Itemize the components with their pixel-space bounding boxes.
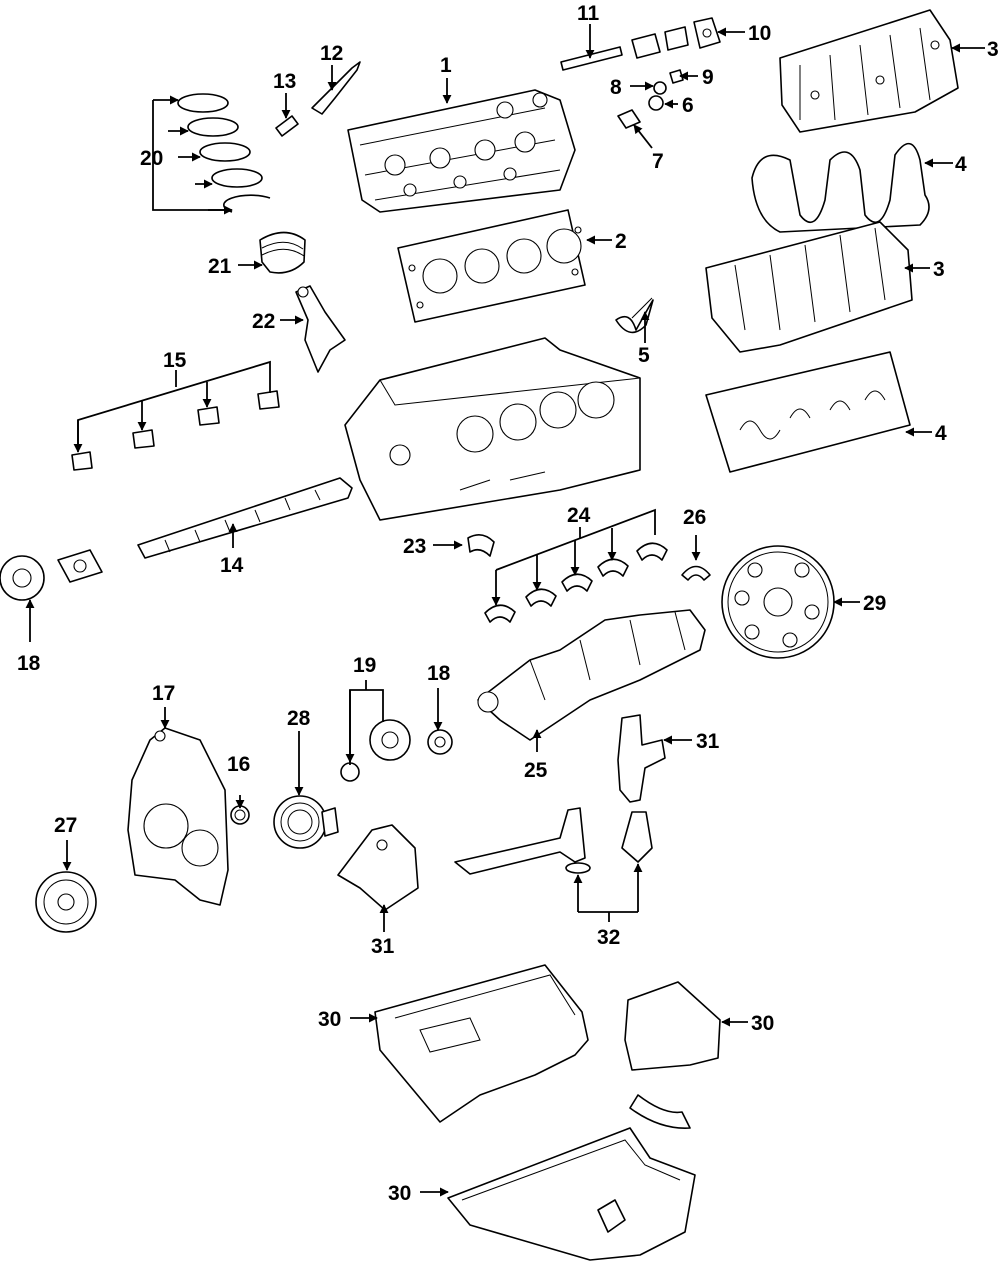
crankshaft-part bbox=[477, 609, 706, 741]
callout-6: 6 bbox=[682, 94, 694, 117]
callout-10: 10 bbox=[748, 22, 771, 45]
callout-30c: 30 bbox=[388, 1182, 411, 1205]
intake-manifold-lower-part bbox=[705, 221, 913, 353]
callout-3a: 3 bbox=[987, 38, 999, 61]
callout-30a: 30 bbox=[318, 1008, 341, 1031]
callout-9: 9 bbox=[702, 66, 714, 89]
pulley-part bbox=[273, 795, 339, 849]
callout-17: 17 bbox=[152, 682, 175, 705]
callout-16: 16 bbox=[227, 753, 250, 776]
oil-pan-right-part bbox=[624, 981, 721, 1071]
front-cover-part bbox=[127, 727, 229, 906]
callout-4b: 4 bbox=[935, 422, 947, 445]
pan-seal-part bbox=[629, 1094, 691, 1129]
camshaft-part bbox=[137, 477, 353, 559]
callout-18b: 18 bbox=[427, 662, 451, 685]
front-seal-part bbox=[230, 805, 250, 825]
callout-5: 5 bbox=[638, 344, 650, 367]
retainer-part bbox=[648, 95, 664, 111]
lifter-part bbox=[617, 109, 641, 129]
cam-bearings-part bbox=[71, 390, 280, 471]
valley-gasket-part bbox=[705, 351, 911, 473]
callout-labels: 1 2 3 3 4 4 5 6 7 8 9 10 11 12 13 14 15 … bbox=[17, 2, 999, 1205]
cam-sprocket-part bbox=[0, 549, 103, 601]
timing-gears-part bbox=[340, 719, 411, 782]
callout-7: 7 bbox=[652, 150, 664, 173]
cylinder-head-part bbox=[347, 89, 576, 213]
callout-24: 24 bbox=[567, 504, 591, 527]
callout-27: 27 bbox=[54, 814, 77, 837]
piston-part bbox=[259, 231, 306, 274]
oil-pan-bottom-part bbox=[447, 1127, 696, 1261]
oil-pump-left-part bbox=[337, 824, 419, 911]
callout-13: 13 bbox=[273, 70, 296, 93]
callout-29: 29 bbox=[863, 592, 886, 615]
callout-31a: 31 bbox=[696, 730, 720, 753]
callout-2: 2 bbox=[615, 230, 627, 253]
leader-lines bbox=[25, 24, 985, 1197]
callout-25: 25 bbox=[524, 759, 548, 782]
callout-28: 28 bbox=[287, 707, 311, 730]
callout-18a: 18 bbox=[17, 652, 41, 675]
callout-22: 22 bbox=[252, 310, 275, 333]
thrust-bearing-part bbox=[467, 534, 495, 557]
callout-14: 14 bbox=[220, 554, 244, 577]
callout-1: 1 bbox=[440, 54, 452, 77]
valve-part bbox=[615, 297, 654, 334]
engine-block-part bbox=[344, 337, 641, 521]
connecting-rod-part bbox=[295, 285, 346, 373]
callout-11: 11 bbox=[577, 2, 600, 25]
callout-26: 26 bbox=[683, 506, 706, 529]
callout-31b: 31 bbox=[371, 935, 395, 958]
callout-15: 15 bbox=[163, 349, 187, 372]
crank-sprocket-part bbox=[427, 729, 453, 755]
callout-12: 12 bbox=[320, 42, 343, 65]
callout-4a: 4 bbox=[955, 153, 967, 176]
callout-8: 8 bbox=[610, 76, 622, 99]
rocker-arm-part bbox=[693, 17, 721, 49]
oil-pan-left-part bbox=[374, 964, 589, 1123]
glow-plug-part bbox=[275, 115, 299, 137]
head-gasket-part bbox=[397, 209, 586, 323]
pushrod-part bbox=[560, 26, 689, 71]
injector-part bbox=[311, 61, 361, 115]
piston-rings-part bbox=[177, 93, 271, 213]
bearing-part bbox=[681, 565, 711, 581]
callout-23: 23 bbox=[403, 535, 426, 558]
callout-3b: 3 bbox=[933, 258, 945, 281]
intake-manifold-upper-part bbox=[779, 9, 959, 133]
callout-21: 21 bbox=[208, 255, 232, 278]
intake-gasket-upper-part bbox=[751, 142, 930, 233]
callout-19: 19 bbox=[353, 654, 376, 677]
callout-20: 20 bbox=[140, 147, 163, 170]
oil-pickup-part bbox=[454, 807, 653, 875]
callout-32: 32 bbox=[597, 926, 620, 949]
flywheel-part bbox=[721, 545, 835, 659]
harmonic-balancer-part bbox=[35, 871, 97, 933]
main-bearings-part bbox=[484, 542, 668, 623]
callout-30b: 30 bbox=[751, 1012, 774, 1035]
oil-pump-right-part bbox=[617, 714, 666, 803]
valve-lock-part bbox=[653, 81, 667, 95]
